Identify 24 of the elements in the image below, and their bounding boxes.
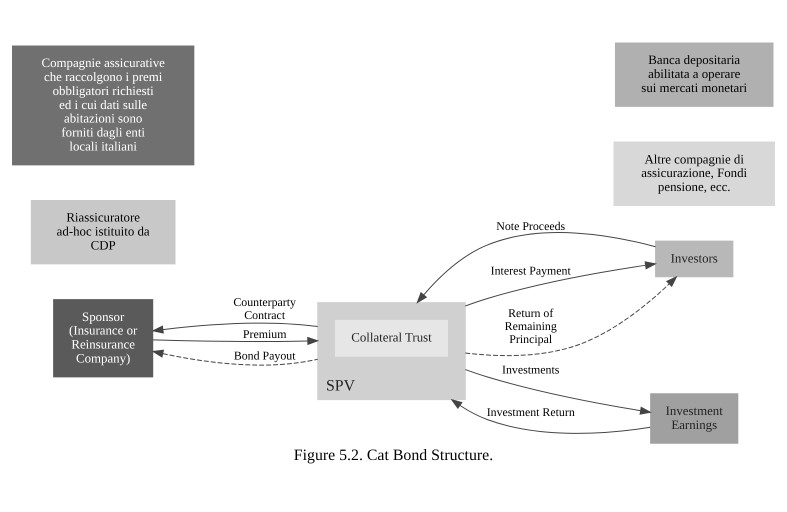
node-box: Banca depositaria abilitata a operare sui mercati monetari xyxy=(614,42,774,107)
edge-label: Return of Remaining Principal xyxy=(504,306,557,346)
edge-label: Investments xyxy=(502,362,560,377)
edge-label: Note Proceeds xyxy=(496,218,566,233)
arrow xyxy=(152,322,318,334)
edge-label: Bond Payout xyxy=(234,348,296,363)
node-box: Riassicuratore ad-hoc istituito da CDP xyxy=(30,200,176,264)
node-box: Investment Earnings xyxy=(650,393,738,444)
arrow xyxy=(152,350,318,366)
arrow xyxy=(464,369,652,415)
arrow xyxy=(152,336,320,346)
caption: Figure 5.2. Cat Bond Structure. xyxy=(294,446,494,464)
edge-label: Premium xyxy=(242,326,286,341)
arrow xyxy=(450,398,651,434)
node-box: Investors xyxy=(655,240,734,278)
edge-label: Investment Return xyxy=(486,405,575,420)
edge-label: Interest Payment xyxy=(490,263,571,278)
arrow xyxy=(416,232,656,304)
node-box: Sponsor (Insurance or Reinsurance Company) xyxy=(53,299,154,378)
arrow xyxy=(464,261,657,306)
node-box: Compagnie assicurative che raccolgono i premi obbligatori richiesti ed i cui dati sulle abitazioni sono forniti dagli enti locali italiani xyxy=(12,45,194,166)
arrow xyxy=(464,276,678,356)
edge-label: Counterparty Contract xyxy=(233,295,296,322)
node-box: Altre compagnie di assicurazione, Fondi pensione, ecc. xyxy=(613,142,775,206)
